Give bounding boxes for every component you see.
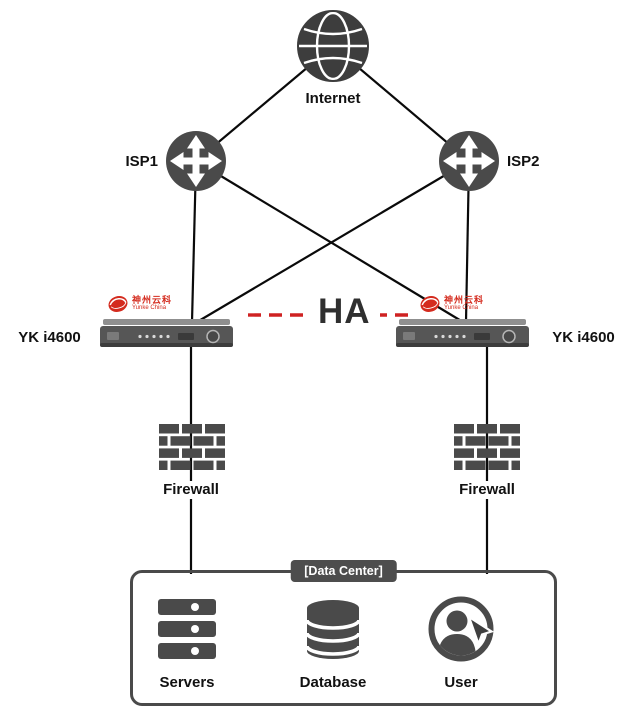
user-node (428, 596, 495, 667)
isp2-node (438, 130, 500, 197)
internet-label: Internet (305, 90, 361, 107)
yunke-logo-left: 神州云科 Yunke China (107, 292, 172, 315)
servers-node (158, 599, 216, 666)
servers-label: Servers (159, 674, 215, 691)
appliance-icon (396, 319, 529, 347)
vendor-name: 神州云科 Yunke China (444, 294, 485, 312)
link-isp2-yk-left (196, 160, 470, 323)
internet-node (297, 10, 369, 87)
yk-right-label: YK i4600 (552, 329, 615, 346)
datacenter-badge: [Data Center] (290, 560, 397, 582)
firewall-right (454, 424, 520, 475)
firewall-left-label: Firewall (141, 481, 241, 499)
appliance-icon (100, 319, 233, 347)
ha-label: HA (309, 292, 380, 332)
internet-globe-icon (297, 10, 369, 82)
vendor-name-cn: 神州云科 (444, 294, 485, 305)
database-node (305, 598, 361, 666)
vendor-name-cn: 神州云科 (132, 294, 173, 305)
yk-left-label: YK i4600 (18, 329, 81, 346)
user-icon (428, 596, 495, 662)
firewall-right-label: Firewall (437, 481, 537, 499)
isp1-node (165, 130, 227, 197)
yk-appliance-left (100, 318, 233, 357)
servers-icon (158, 599, 216, 659)
database-icon (305, 600, 361, 659)
vendor-name-en: Yunke China (444, 305, 479, 312)
datacenter-box: [Data Center] (130, 560, 557, 706)
user-label: User (444, 674, 478, 691)
router-icon (439, 131, 499, 191)
vendor-name-en: Yunke China (132, 305, 167, 312)
vendor-name: 神州云科 Yunke China (132, 294, 173, 312)
link-isp1-yk-right (195, 160, 464, 323)
isp2-label: ISP2 (507, 153, 540, 170)
yunke-logo-icon (108, 295, 128, 312)
firewall-left (159, 424, 225, 475)
yunke-logo-right: 神州云科 Yunke China (419, 292, 484, 315)
router-icon (166, 131, 226, 191)
firewall-icon (159, 424, 225, 470)
isp1-label: ISP1 (125, 153, 158, 170)
yunke-logo-icon (420, 295, 440, 312)
database-label: Database (299, 674, 367, 691)
firewall-icon (454, 424, 520, 470)
yk-appliance-right (396, 318, 529, 357)
